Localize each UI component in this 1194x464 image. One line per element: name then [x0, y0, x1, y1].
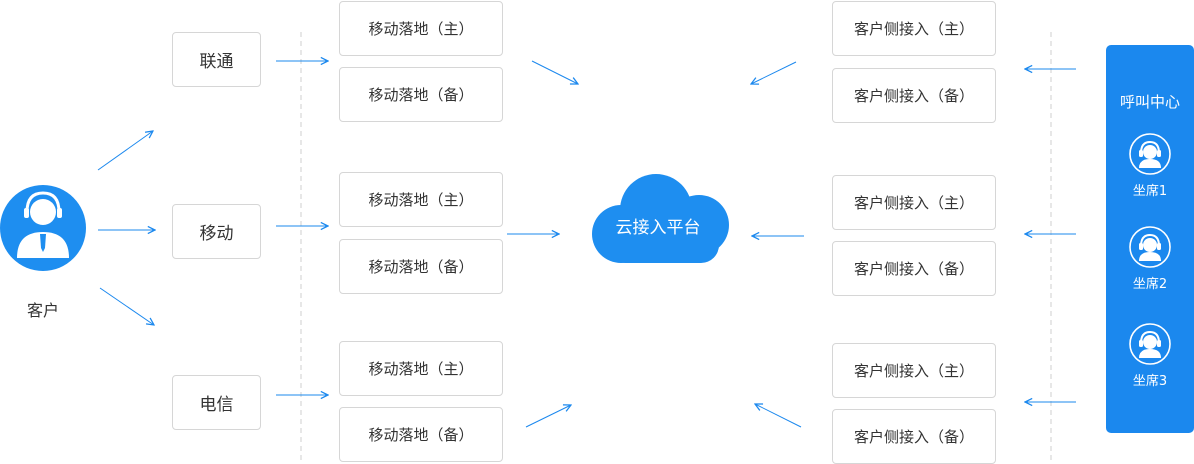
- customer-label: 客户: [26, 301, 59, 320]
- arrow-access-bottom-to-cloud: [755, 404, 802, 428]
- agent-headset-icon: [1129, 133, 1171, 175]
- agent-label: 坐席2: [1132, 277, 1168, 292]
- agent-label: 坐席3: [1132, 374, 1168, 389]
- agent-label: 坐席1: [1132, 184, 1168, 199]
- landing-primary-box-2: 移动落地（主）: [339, 172, 503, 227]
- carrier-box-mobile: 移动: [172, 204, 261, 259]
- landing-backup-box-1: 移动落地（备）: [339, 67, 503, 122]
- arrow-landing-bottom-to-cloud: [525, 405, 571, 428]
- agent-headset-icon: [1129, 226, 1171, 268]
- agent-headset-icon: [1129, 323, 1171, 365]
- access-backup-box-1: 客户侧接入（备）: [832, 68, 996, 123]
- access-primary-box-3: 客户侧接入（主）: [832, 343, 996, 398]
- arrow-landing-top-to-cloud: [531, 60, 578, 84]
- arrow-customer-to-telecom: [99, 287, 154, 325]
- access-primary-box-1: 客户侧接入（主）: [832, 1, 996, 56]
- access-primary-box-2: 客户侧接入（主）: [832, 175, 996, 230]
- call-center-panel: 呼叫中心 坐席1 坐席2 坐: [1106, 45, 1194, 433]
- landing-primary-box-3: 移动落地（主）: [339, 341, 503, 396]
- access-backup-box-3: 客户侧接入（备）: [832, 409, 996, 464]
- customer-avatar-icon: [0, 185, 86, 271]
- agent-item-3: 坐席3: [1106, 322, 1194, 389]
- cloud-platform-label: 云接入平台: [615, 218, 701, 238]
- agent-item-2: 坐席2: [1106, 225, 1194, 292]
- carrier-box-unicom: 联通: [172, 32, 261, 87]
- arrow-customer-to-unicom: [97, 131, 153, 171]
- landing-backup-box-3: 移动落地（备）: [339, 407, 503, 462]
- carrier-box-telecom: 电信: [172, 375, 261, 430]
- access-backup-box-2: 客户侧接入（备）: [832, 241, 996, 296]
- agent-item-1: 坐席1: [1106, 132, 1194, 199]
- call-center-title: 呼叫中心: [1119, 93, 1180, 111]
- arrow-access-top-to-cloud: [751, 61, 797, 84]
- cloud-shape: [592, 174, 729, 263]
- landing-backup-box-2: 移动落地（备）: [339, 239, 503, 294]
- landing-primary-box-1: 移动落地（主）: [339, 1, 503, 56]
